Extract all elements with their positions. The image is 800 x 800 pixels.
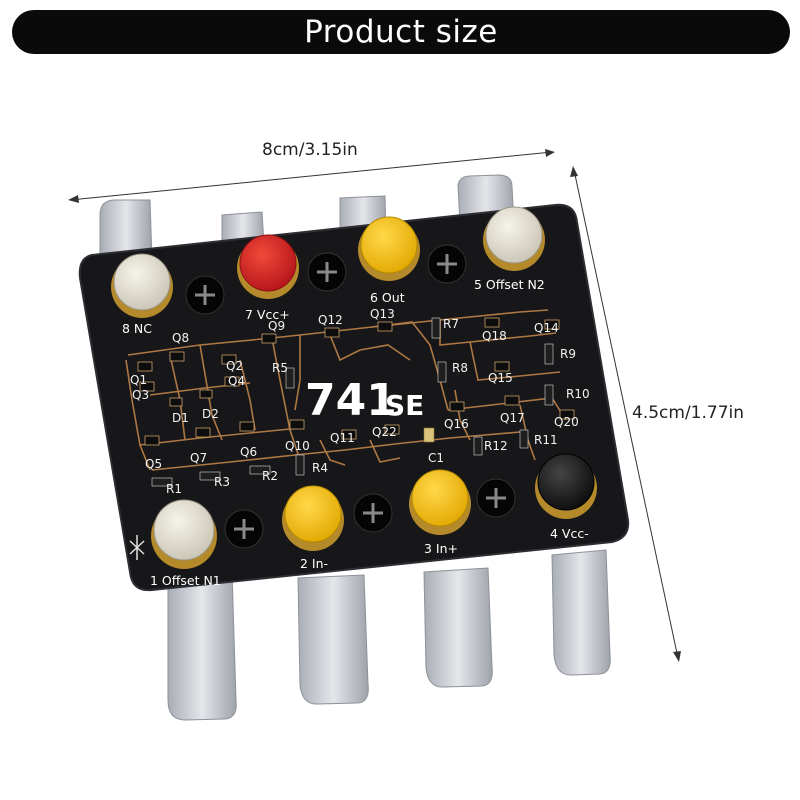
pin-label-3: 3 In+	[424, 541, 458, 556]
label-q22: Q22	[372, 425, 397, 439]
label-r1: R1	[166, 482, 182, 496]
pin-label-8: 8 NC	[122, 321, 152, 336]
component-labels: Q8 Q9 Q12 Q13 R7 Q14 Q18 Q1 Q2 Q3 Q4 D1 …	[130, 307, 590, 496]
label-q16: Q16	[444, 417, 469, 431]
label-r7: R7	[443, 317, 459, 331]
smd-components	[137, 317, 575, 487]
banner-title: Product size	[304, 14, 498, 50]
screw-bottom-2	[353, 493, 393, 533]
top-metal-legs	[99, 174, 515, 263]
label-q2: Q2	[226, 359, 243, 373]
terminal-1-cap	[151, 499, 217, 569]
pin-label-1: 1 Offset N1	[150, 573, 221, 588]
screw-bottom-3	[476, 478, 516, 518]
terminal-8-cap	[111, 253, 173, 318]
label-d2: D2	[202, 407, 219, 421]
label-q20: Q20	[554, 415, 579, 429]
label-q4: Q4	[228, 374, 245, 388]
label-r11: R11	[534, 433, 558, 447]
label-r10: R10	[566, 387, 590, 401]
label-q10: Q10	[285, 439, 310, 453]
label-r3: R3	[214, 475, 230, 489]
label-q9: Q9	[268, 319, 285, 333]
pin-label-7: 7 Vcc+	[245, 307, 290, 322]
bottom-metal-legs	[167, 549, 611, 721]
label-q6: Q6	[240, 445, 257, 459]
screw-bottom-1	[224, 509, 264, 549]
terminal-2-cap	[282, 485, 344, 551]
terminal-7-cap	[237, 234, 299, 299]
chip-number: 741	[305, 375, 397, 426]
label-q17: Q17	[500, 411, 525, 425]
label-q12: Q12	[318, 313, 343, 327]
label-q14: Q14	[534, 321, 559, 335]
height-dimension-arrow	[570, 166, 681, 662]
screw-top-1	[185, 275, 225, 315]
screws	[185, 244, 516, 549]
terminal-4-cap	[535, 453, 597, 519]
label-q7: Q7	[190, 451, 207, 465]
terminal-caps	[111, 206, 597, 569]
label-d1: D1	[172, 411, 189, 425]
width-dimension-label: 8cm/3.15in	[262, 140, 358, 160]
label-r5: R5	[272, 361, 288, 375]
label-r4: R4	[312, 461, 328, 475]
label-r12: R12	[484, 439, 508, 453]
title-banner: Product size	[12, 10, 790, 54]
label-r2: R2	[262, 469, 278, 483]
label-q15: Q15	[488, 371, 513, 385]
label-r8: R8	[452, 361, 468, 375]
terminal-6-cap	[358, 216, 420, 281]
width-dimension-arrow	[68, 149, 555, 203]
label-r9: R9	[560, 347, 576, 361]
label-q5: Q5	[145, 457, 162, 471]
pin-labels: 8 NC 7 Vcc+ 6 Out 5 Offset N2 1 Offset N…	[122, 277, 589, 588]
screw-top-2	[307, 252, 347, 292]
screw-top-3	[427, 244, 467, 284]
chip-name: 741 SE	[305, 375, 424, 426]
label-q3: Q3	[132, 388, 149, 402]
pin-label-6: 6 Out	[370, 290, 405, 305]
chip-suffix: SE	[385, 389, 424, 422]
terminal-5-cap	[483, 206, 545, 271]
pin-label-2: 2 In-	[300, 556, 328, 571]
label-q18: Q18	[482, 329, 507, 343]
height-dimension-label: 4.5cm/1.77in	[632, 403, 745, 423]
label-q8: Q8	[172, 331, 189, 345]
logo-icon	[129, 535, 145, 560]
pin-label-5: 5 Offset N2	[474, 277, 545, 292]
label-q13: Q13	[370, 307, 395, 321]
label-q1: Q1	[130, 373, 147, 387]
terminal-3-cap	[409, 469, 471, 535]
label-c1: C1	[428, 451, 444, 465]
pin-label-4: 4 Vcc-	[550, 526, 589, 541]
label-q11: Q11	[330, 431, 355, 445]
